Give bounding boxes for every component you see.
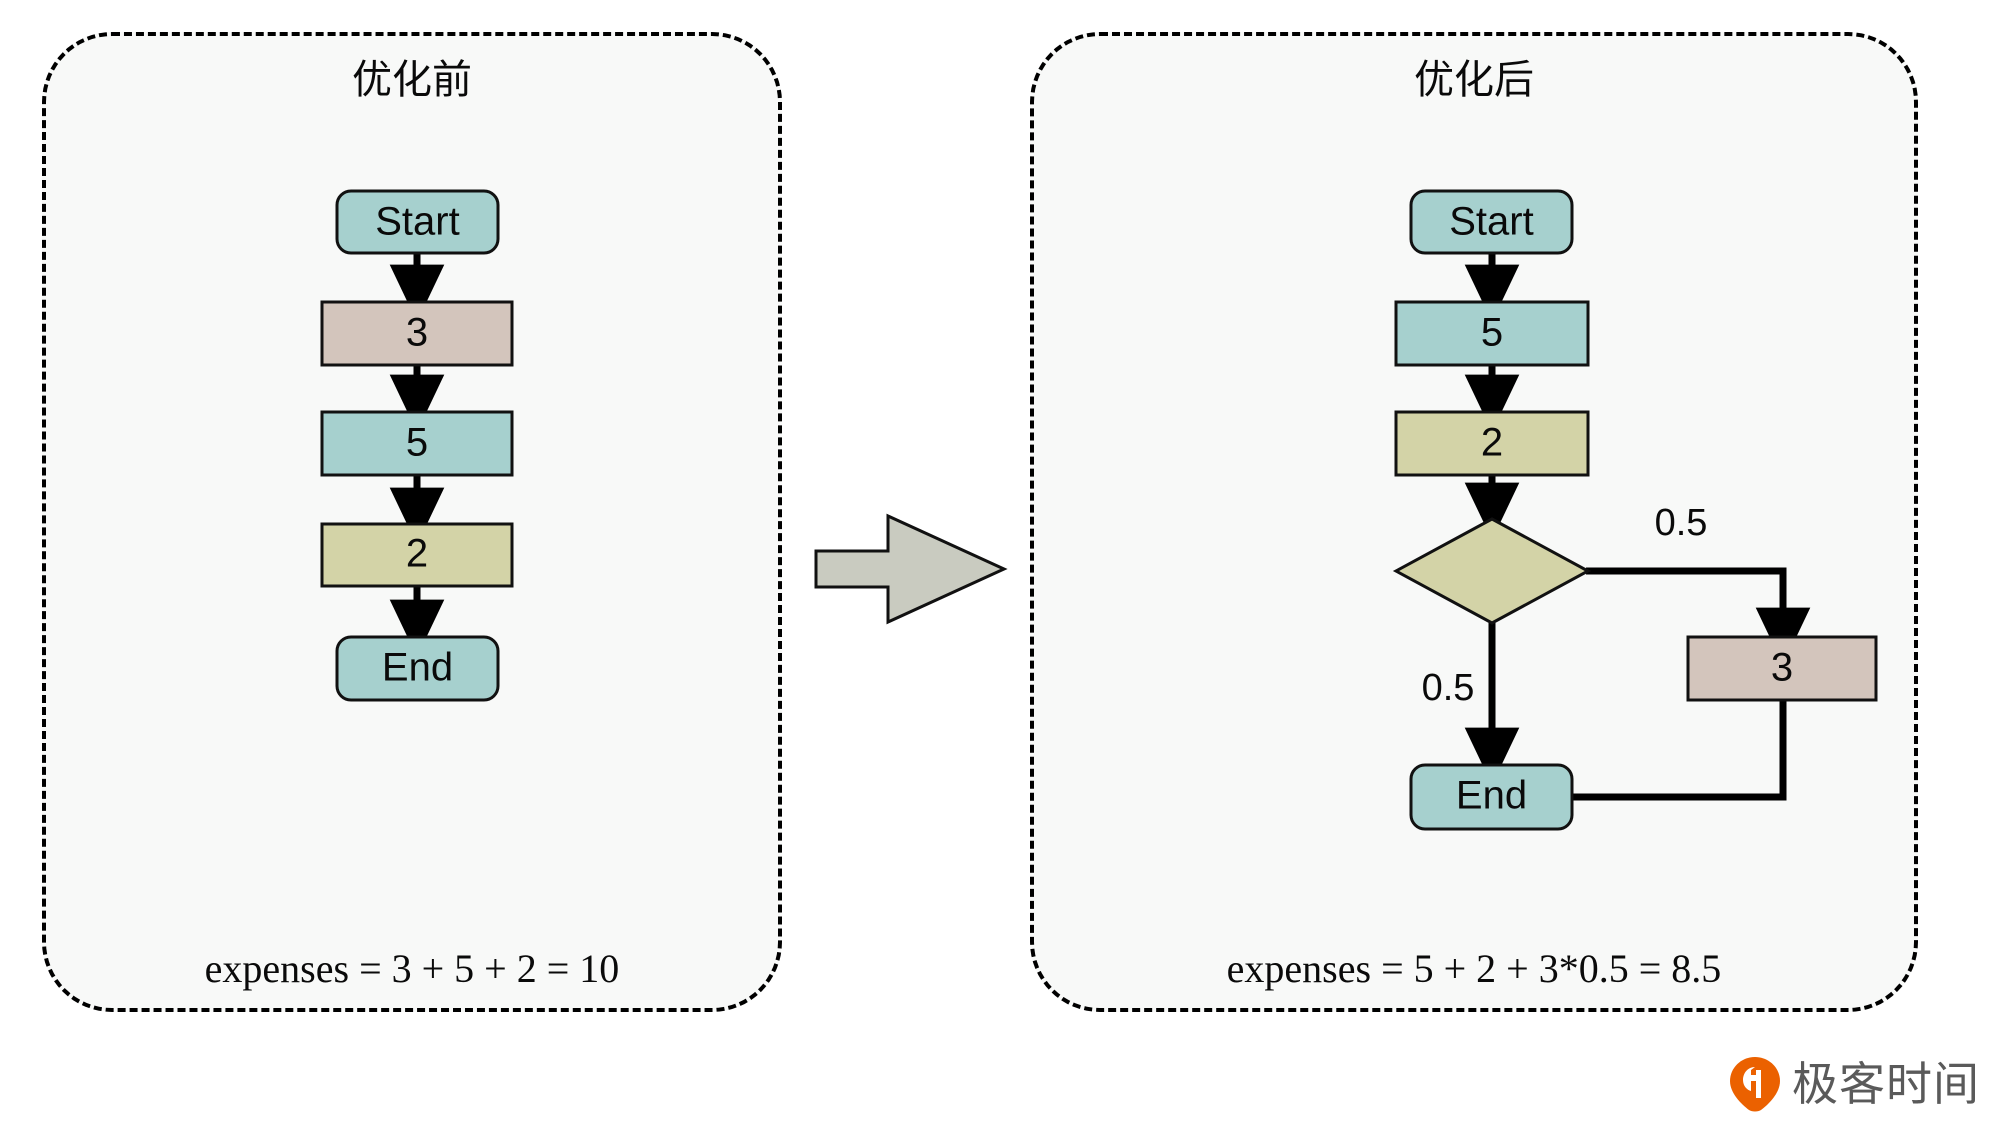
before-node-start[interactable]: Start: [335, 189, 500, 255]
edge-3-to-end: [1483, 700, 1787, 825]
after-node-cost-2-label: 2: [1481, 421, 1503, 465]
after-node-cost-5[interactable]: 5: [1394, 300, 1590, 367]
after-node-cost-3-label: 3: [1771, 646, 1793, 690]
panel-before-title: 优化前: [352, 57, 472, 103]
before-node-cost-3-shape: [320, 300, 514, 367]
after-node-start-shape: [1409, 189, 1574, 255]
after-node-end[interactable]: End: [1409, 763, 1574, 831]
after-node-end-label: End: [1456, 774, 1527, 818]
before-node-start-shape: [335, 189, 500, 255]
panel-after-formula: expenses = 5 + 2 + 3*0.5 = 8.5: [1226, 946, 1722, 991]
transition-arrow: [814, 513, 1008, 625]
before-node-end-label: End: [382, 646, 453, 690]
panel-after-title: 优化后: [1414, 57, 1534, 103]
after-node-cost-3-shape: [1686, 635, 1878, 702]
before-node-cost-3[interactable]: 3: [320, 300, 514, 367]
geektime-pin-logo-icon: [1730, 1057, 1780, 1112]
after-node-cost-5-label: 5: [1481, 311, 1503, 355]
before-node-start-label: Start: [375, 200, 459, 244]
panel-before-optimization: 优化前 expenses = 3 + 5 + 2 = 10: [42, 32, 782, 1012]
after-node-cost-2[interactable]: 2: [1394, 410, 1590, 477]
edge-label-branch-right: 0.5: [1655, 502, 1708, 544]
before-node-cost-3-label: 3: [406, 311, 428, 355]
panel-after-optimization: 优化后 expenses = 5 + 2 + 3*0.5 = 8.5: [1030, 32, 1918, 1012]
after-node-decision-shape: [1392, 517, 1592, 625]
edge-decision-to-3: [1586, 567, 1811, 666]
after-node-start-label: Start: [1449, 200, 1533, 244]
before-node-cost-5-label: 5: [406, 421, 428, 465]
before-node-cost-5[interactable]: 5: [320, 410, 514, 477]
after-node-cost-3[interactable]: 3: [1686, 635, 1878, 702]
before-node-cost-2[interactable]: 2: [320, 522, 514, 588]
panel-before-formula: expenses = 3 + 5 + 2 = 10: [204, 946, 620, 991]
after-node-start[interactable]: Start: [1409, 189, 1574, 255]
before-node-cost-2-label: 2: [406, 532, 428, 576]
after-node-end-shape: [1409, 763, 1574, 831]
after-node-cost-2-shape: [1394, 410, 1590, 477]
watermark: 极客时间: [1728, 1055, 1980, 1113]
before-node-cost-2-shape: [320, 522, 514, 588]
before-node-cost-5-shape: [320, 410, 514, 477]
edge-label-branch-down: 0.5: [1422, 667, 1475, 709]
after-node-decision[interactable]: [1392, 517, 1592, 625]
before-node-end[interactable]: End: [335, 635, 500, 702]
before-node-end-shape: [335, 635, 500, 702]
after-node-cost-5-shape: [1394, 300, 1590, 367]
watermark-text: 极客时间: [1792, 1057, 1980, 1111]
